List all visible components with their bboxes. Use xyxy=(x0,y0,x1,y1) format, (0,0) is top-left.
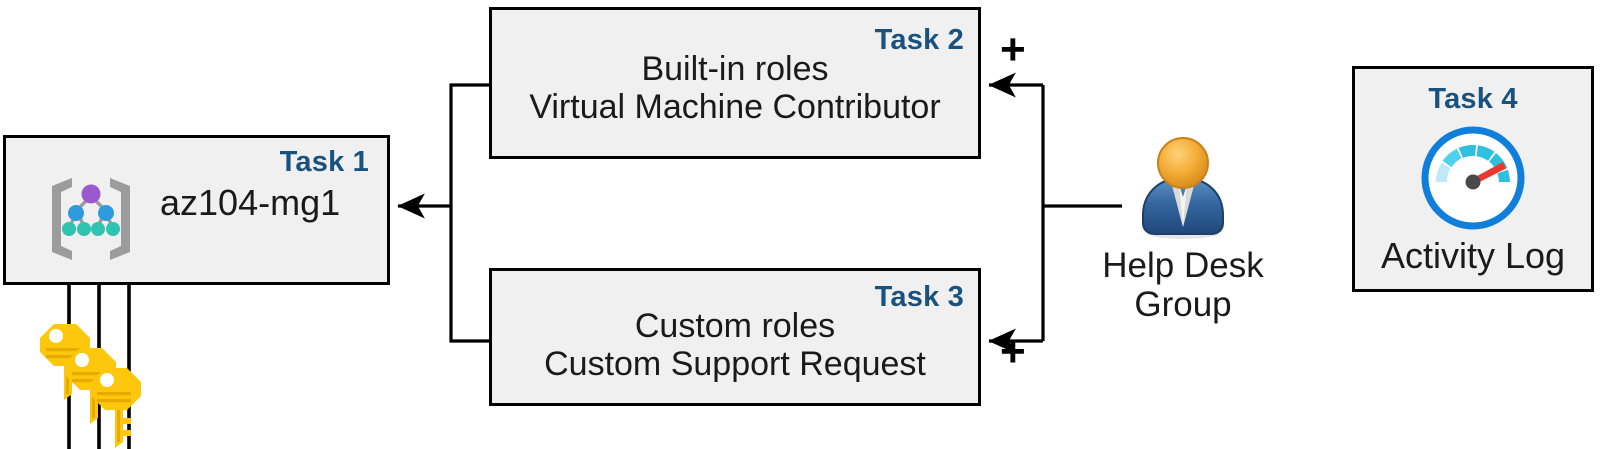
gauge-icon xyxy=(1421,126,1525,230)
task-4-box[interactable]: Task 4 Activity Log xyxy=(1352,66,1594,292)
help-desk-label: Help Desk Group xyxy=(1088,246,1278,324)
task-1-label: az104-mg1 xyxy=(160,182,341,223)
task-2-tag: Task 2 xyxy=(874,24,964,56)
task-3-tag: Task 3 xyxy=(874,281,964,313)
plus-icon-bottom: + xyxy=(1000,327,1026,376)
task-3-text: Custom roles Custom Support Request xyxy=(492,307,978,383)
task-3-line-1: Custom roles xyxy=(634,307,836,345)
task-2-line-1: Built-in roles xyxy=(641,50,829,88)
task-4-label: Activity Log xyxy=(1380,235,1566,276)
task-1-tag: Task 1 xyxy=(279,146,369,178)
task-3-box[interactable]: Task 3 Custom roles Custom Support Reque… xyxy=(489,268,981,406)
task-1-box[interactable]: Task 1 xyxy=(3,135,390,285)
user-group-icon xyxy=(1142,137,1224,239)
task-4-tag: Task 4 xyxy=(1428,83,1518,115)
help-desk-line-2: Group xyxy=(1134,284,1232,324)
management-group-icon xyxy=(52,178,130,260)
task-2-box[interactable]: Task 2 Built-in roles Virtual Machine Co… xyxy=(489,7,981,159)
task-2-text: Built-in roles Virtual Machine Contribut… xyxy=(492,50,978,126)
help-desk-line-1: Help Desk xyxy=(1102,246,1264,285)
task-2-line-2: Virtual Machine Contributor xyxy=(529,88,941,127)
plus-icon-top: + xyxy=(1000,25,1026,74)
task-3-line-2: Custom Support Request xyxy=(544,345,926,384)
keys-icon xyxy=(40,324,141,448)
